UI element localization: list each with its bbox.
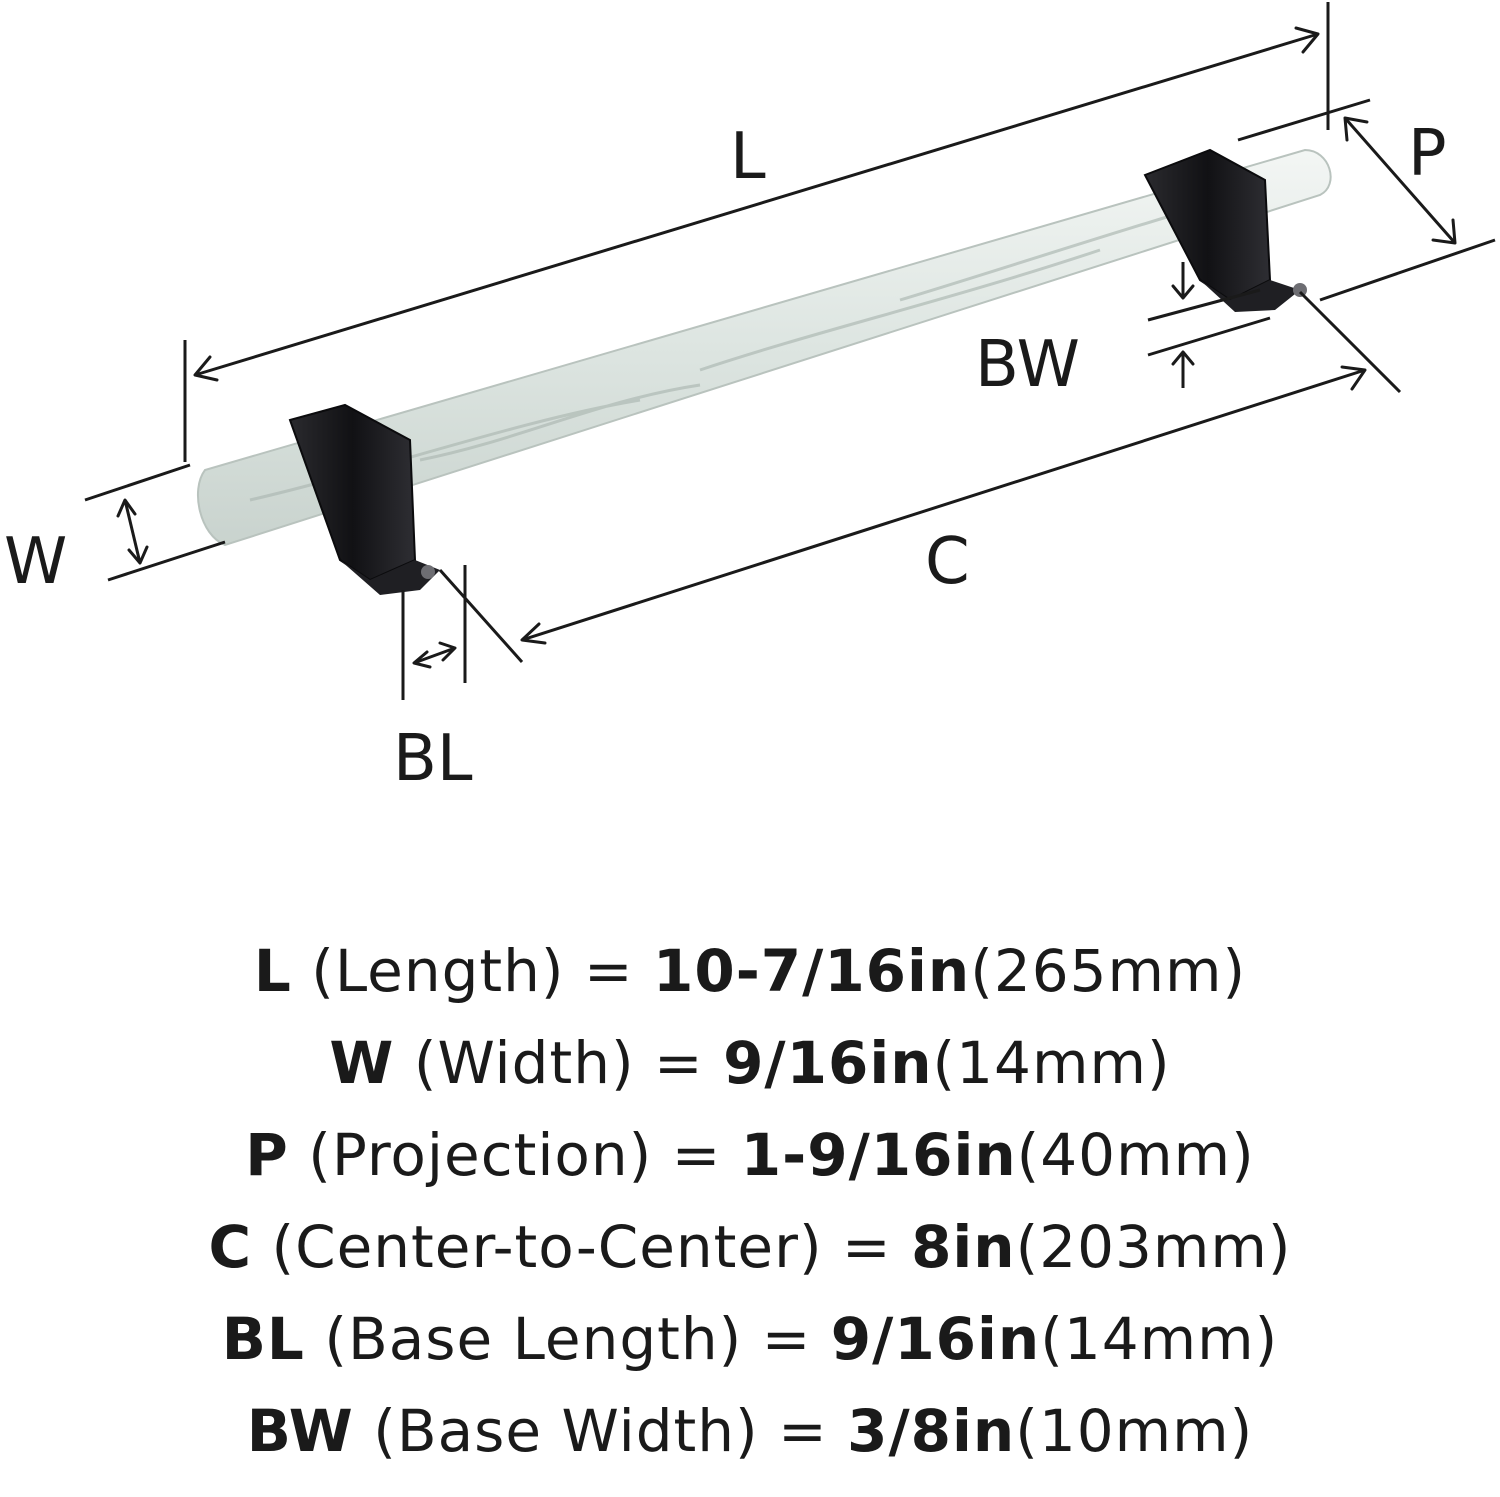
base-width-dimension: BW xyxy=(975,262,1271,402)
spec-base-length: BL (Base Length) = 9/16in(14mm) xyxy=(0,1293,1500,1385)
spec-metric: (14mm) xyxy=(1040,1305,1279,1373)
spec-code: W xyxy=(329,1029,395,1097)
spec-metric: (203mm) xyxy=(1015,1213,1292,1281)
spec-code: P xyxy=(245,1121,289,1189)
center-to-center-dimension: C xyxy=(438,290,1402,663)
dimension-spec-list: L (Length) = 10-7/16in(265mm) W (Width) … xyxy=(0,925,1500,1477)
right-base xyxy=(1143,148,1307,312)
spec-code: BL xyxy=(221,1305,305,1373)
spec-name: (Length) = xyxy=(311,937,653,1005)
width-dimension: W xyxy=(4,463,226,599)
spec-length: L (Length) = 10-7/16in(265mm) xyxy=(0,925,1500,1017)
label-BL: BL xyxy=(393,722,473,796)
spec-name: (Base Length) = xyxy=(324,1305,831,1373)
base-length-dimension: BL xyxy=(393,565,473,796)
spec-imperial: 3/8in xyxy=(847,1397,1016,1465)
spec-code: C xyxy=(208,1213,253,1281)
spec-metric: (40mm) xyxy=(1016,1121,1255,1189)
spec-metric: (14mm) xyxy=(932,1029,1171,1097)
spec-imperial: 9/16in xyxy=(830,1305,1041,1373)
label-W: W xyxy=(4,525,67,599)
spec-name: (Projection) = xyxy=(308,1121,741,1189)
spec-code: BW xyxy=(246,1397,354,1465)
spec-code: L xyxy=(253,937,292,1005)
handle-bar xyxy=(196,148,1332,547)
length-dimension: L xyxy=(183,2,1330,462)
spec-name: (Center-to-Center) = xyxy=(271,1213,912,1281)
product-dimension-diagram: L P BW W C xyxy=(4,2,1496,796)
spec-name: (Width) = xyxy=(413,1029,724,1097)
spec-imperial: 9/16in xyxy=(723,1029,933,1097)
spec-name: (Base Width) = xyxy=(373,1397,848,1465)
left-base xyxy=(288,403,440,595)
spec-projection: P (Projection) = 1-9/16in(40mm) xyxy=(0,1109,1500,1201)
spec-imperial: 8in xyxy=(911,1213,1016,1281)
label-C: C xyxy=(925,525,970,599)
spec-center-to-center: C (Center-to-Center) = 8in(203mm) xyxy=(0,1201,1500,1293)
spec-width: W (Width) = 9/16in(14mm) xyxy=(0,1017,1500,1109)
projection-dimension: P xyxy=(1237,98,1496,302)
spec-imperial: 1-9/16in xyxy=(740,1121,1017,1189)
spec-imperial: 10-7/16in xyxy=(653,937,971,1005)
label-BW: BW xyxy=(975,328,1080,402)
label-L: L xyxy=(730,120,766,194)
label-P: P xyxy=(1408,117,1447,191)
spec-metric: (265mm) xyxy=(970,937,1247,1005)
spec-base-width: BW (Base Width) = 3/8in(10mm) xyxy=(0,1385,1500,1477)
spec-metric: (10mm) xyxy=(1015,1397,1254,1465)
